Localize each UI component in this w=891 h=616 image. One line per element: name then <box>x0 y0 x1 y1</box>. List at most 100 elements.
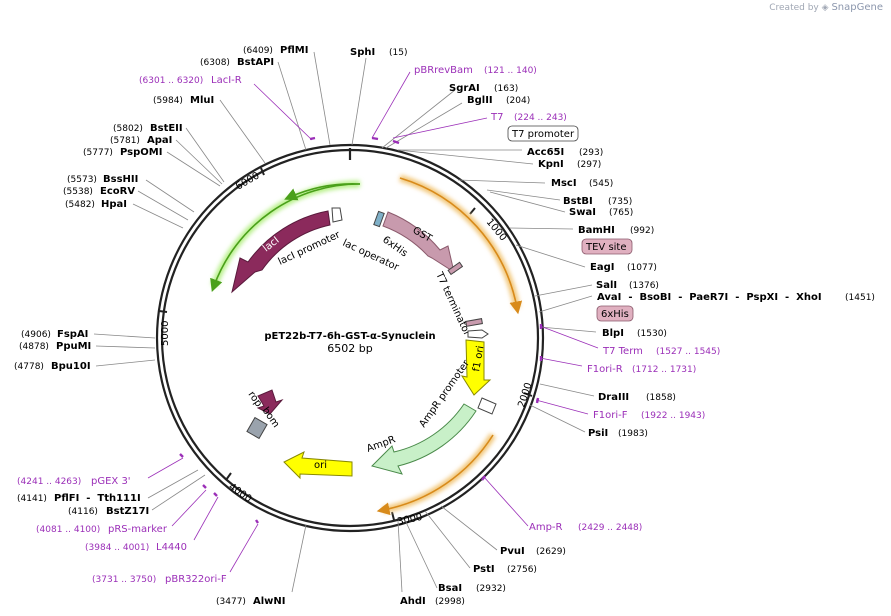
leader-prsmarker <box>171 489 207 527</box>
leader-bsshii <box>145 179 195 213</box>
enzyme-mlui-pos: (5984) <box>153 96 183 106</box>
enzyme-acc65i-name: Acc65I <box>527 147 564 158</box>
leader-t7 <box>392 117 488 139</box>
primer-lacir-pos: (6301 .. 6320) <box>139 76 203 86</box>
laci-region-arc-top-arrow <box>284 183 361 201</box>
enzyme-bstapi-pos: (6308) <box>200 58 230 68</box>
tev-site-label: TEV site <box>585 242 627 253</box>
primer-pgex3-name: pGEX 3' <box>91 476 131 487</box>
tick-mark-4000 <box>225 472 232 481</box>
leader-pflmi <box>313 51 331 146</box>
enzyme-bpu10i-pos: (4778) <box>14 362 44 372</box>
enzyme-kpni-pos: (297) <box>577 160 601 170</box>
enzyme-alwni-name: AlwNI <box>253 596 286 607</box>
leader-pgex3 <box>147 457 184 479</box>
leader-ampr <box>483 476 529 527</box>
leader-fspai <box>93 333 156 339</box>
enzyme-bsshii-name: BssHII <box>103 174 138 185</box>
snapgene-logo-icon: ◈ <box>821 3 829 13</box>
enzyme-pflfi-name: PflFI - Tth111I <box>54 493 141 504</box>
bom-feature <box>246 416 268 440</box>
his6-box-label: 6xHis <box>601 309 629 320</box>
leader-psii <box>529 404 586 433</box>
enzyme-msci-pos: (545) <box>589 179 613 189</box>
gst-region-arc <box>399 177 523 315</box>
site-f1orif <box>535 397 540 404</box>
primer-prsmarker-name: pRS-marker <box>108 524 168 535</box>
primer-t7-name: T7 <box>490 112 503 123</box>
enzyme-sphi-pos: (15) <box>389 48 407 58</box>
ori-feature-arrow <box>283 451 353 480</box>
enzyme-blpi-name: BlpI <box>602 328 624 339</box>
enzyme-ahdi-name: AhdI <box>400 596 426 607</box>
enzyme-pvui-pos: (2629) <box>536 547 566 557</box>
tev-site-box <box>581 238 633 255</box>
enzyme-bstz17i-name: BstZ17I <box>106 506 149 517</box>
primer-lacir-name: LacI-R <box>211 75 242 86</box>
enzyme-sali-name: SalI <box>596 280 617 291</box>
tick-mark-3000 <box>391 511 395 521</box>
enzyme-bsshii-pos: (5573) <box>67 175 97 185</box>
plasmid-name: pET22b-T7-6h-GST-α-Synuclein <box>264 331 435 342</box>
enzyme-psii-pos: (1983) <box>618 429 648 439</box>
leader-swai <box>489 191 566 213</box>
leader-ecorv <box>137 190 189 221</box>
site-l4440 <box>213 492 218 497</box>
enzyme-draiii-name: DraIII <box>598 392 629 403</box>
enzyme-bsai-pos: (2932) <box>476 584 506 594</box>
his6-box <box>596 305 634 322</box>
enzyme-avai-group-pos: (1451) <box>845 293 875 303</box>
enzyme-pflmi-name: PflMI <box>280 45 308 56</box>
enzyme-pflfi-pos: (4141) <box>17 494 47 504</box>
promoter-small-arrow <box>467 329 489 339</box>
primer-l4440-pos: (3984 .. 4001) <box>85 543 149 553</box>
enzyme-pspomi-name: PspOMI <box>120 147 162 158</box>
enzyme-eagi-name: EagI <box>590 262 614 273</box>
leader-bglii <box>385 102 463 149</box>
site-pbr322orif <box>255 519 259 524</box>
leader-psti <box>424 510 471 569</box>
enzyme-ahdi-pos: (2998) <box>435 597 465 607</box>
enzyme-bglii-pos: (204) <box>506 96 530 106</box>
enzyme-psti-name: PstI <box>473 564 495 575</box>
primer-t7term-name: T7 Term <box>602 346 643 357</box>
primer-ampr-pos: (2429 .. 2448) <box>578 523 642 533</box>
primer-pbrrevbam-pos: (121 .. 140) <box>484 66 537 76</box>
snapgene-credit: Created by ◈ SnapGene <box>769 2 883 13</box>
primer-ampr-name: Amp-R <box>529 522 563 533</box>
site-pbrrevbam <box>371 136 379 141</box>
leader-pvui <box>440 505 498 551</box>
enzyme-fspai-name: FspAI <box>57 329 88 340</box>
plasmid-size: 6502 bp <box>327 342 372 355</box>
enzyme-leader-lines <box>93 51 597 593</box>
tick-mark-5000 <box>158 310 168 313</box>
leader-bstbi <box>486 189 561 201</box>
enzyme-alwni-pos: (3477) <box>216 597 246 607</box>
primer-f1orif-pos: (1922 .. 1943) <box>641 411 705 421</box>
enzyme-kpni-name: KpnI <box>538 159 564 170</box>
leader-pflfi <box>147 469 199 499</box>
enzyme-ecorv-pos: (5538) <box>63 187 93 197</box>
primer-l4440-name: L4440 <box>156 542 187 553</box>
enzyme-mlui-name: MluI <box>190 95 214 106</box>
enzyme-apai-name: ApaI <box>147 135 172 146</box>
enzyme-bsteii-name: BstEII <box>150 123 183 134</box>
t7-terminator-feature-2 <box>465 318 483 327</box>
f1-ori-label: f1 ori <box>471 345 486 373</box>
leader-bamhi <box>509 227 574 230</box>
ampr-promoter-feature <box>477 397 497 415</box>
enzyme-bpu10i-name: Bpu10I <box>51 361 91 372</box>
leader-sphi <box>351 57 367 146</box>
leader-f1orif <box>535 399 589 415</box>
primer-leader-lines <box>147 71 599 573</box>
primer-f1orir-pos: (1712 .. 1731) <box>632 365 696 375</box>
ampr-feature-arrow <box>371 403 477 475</box>
leader-pspomi <box>166 151 221 187</box>
enzyme-hpai-name: HpaI <box>101 199 127 210</box>
primer-t7term-pos: (1527 .. 1545) <box>656 347 720 357</box>
site-lacir <box>309 136 316 141</box>
enzyme-bstbi-pos: (735) <box>608 197 632 207</box>
primer-t7-pos: (224 .. 243) <box>514 113 567 123</box>
leader-lacir <box>253 83 313 141</box>
